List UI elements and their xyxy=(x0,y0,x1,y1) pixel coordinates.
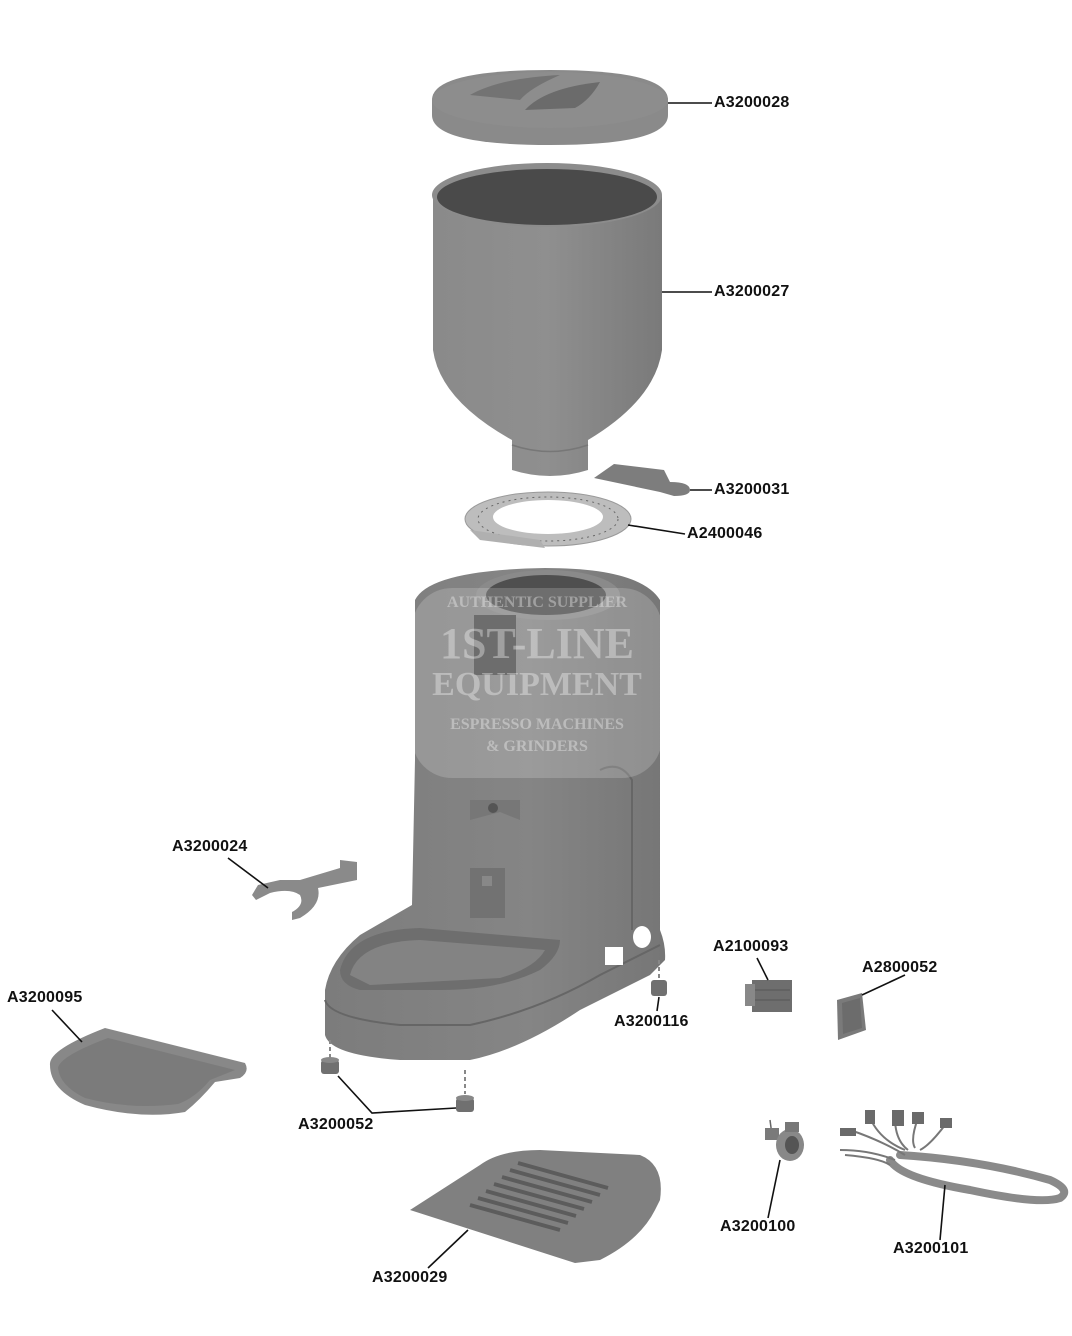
label-rear-foot: A3200116 xyxy=(614,1013,689,1030)
front-feet-part xyxy=(321,1040,474,1114)
cable-gland-part xyxy=(765,1119,804,1219)
rear-foot-part xyxy=(651,960,667,1012)
spanner-wrench-part xyxy=(227,857,357,920)
wiring-harness-part xyxy=(839,1110,1069,1241)
watermark-line-1: AUTHENTIC SUPPLIER xyxy=(446,594,628,611)
label-spanner-wrench: A3200024 xyxy=(172,838,248,855)
watermark-line-3: EQUIPMENT xyxy=(432,666,642,703)
switch-cover-part xyxy=(837,974,906,1040)
drip-tray-part xyxy=(49,1009,247,1115)
label-hopper-shutter: A3200031 xyxy=(714,481,790,498)
label-wiring-harness: A3200101 xyxy=(893,1240,969,1257)
label-cable-gland: A3200100 xyxy=(720,1218,796,1235)
base-plate-part xyxy=(410,1150,661,1269)
label-front-feet: A3200052 xyxy=(298,1116,374,1133)
grind-dial-ring-part xyxy=(464,491,686,548)
label-rocker-switch: A2100093 xyxy=(713,938,789,955)
watermark-line-5: & GRINDERS xyxy=(486,738,588,755)
label-base-plate: A3200029 xyxy=(372,1269,448,1286)
watermark-line-2: 1ST-LINE xyxy=(439,619,635,668)
lid-part xyxy=(432,70,712,145)
label-lid: A3200028 xyxy=(714,94,790,111)
hopper-part xyxy=(432,163,712,476)
hopper-shutter-part xyxy=(594,464,712,496)
watermark-line-4: ESPRESSO MACHINES xyxy=(450,716,624,733)
watermark: AUTHENTIC SUPPLIER 1ST-LINE EQUIPMENT ES… xyxy=(412,588,662,778)
label-switch-cover: A2800052 xyxy=(862,959,938,976)
label-grind-dial-ring: A2400046 xyxy=(687,525,763,542)
rocker-switch-part xyxy=(745,957,792,1012)
grinder-body-part xyxy=(324,568,666,1060)
label-drip-tray: A3200095 xyxy=(7,989,83,1006)
label-hopper: A3200027 xyxy=(714,283,790,300)
